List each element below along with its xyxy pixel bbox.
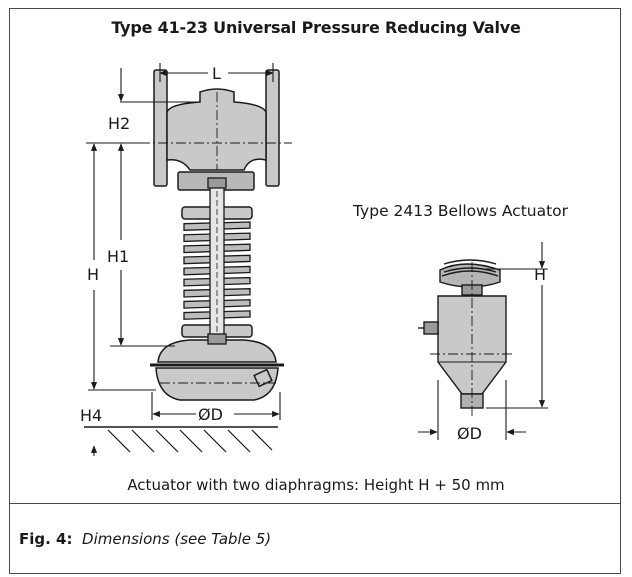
- valve-body: [166, 88, 267, 171]
- diaphragm-housing-lower: [155, 367, 279, 401]
- bellows-dim-label-H: H: [534, 265, 546, 284]
- ground-hatch: [84, 426, 278, 453]
- centerlines: [140, 92, 292, 384]
- caption-divider: [9, 503, 621, 504]
- bellows-side-fitting: [423, 321, 439, 335]
- diaphragm-housing-upper: [157, 339, 277, 363]
- dim-label-H: H: [87, 265, 99, 284]
- dim-label-D: ØD: [198, 405, 223, 424]
- right-flange: [265, 69, 280, 187]
- left-flange: [153, 69, 168, 187]
- figure-caption: Fig. 4: Dimensions (see Table 5): [19, 530, 271, 548]
- dim-label-H1: H1: [107, 247, 129, 266]
- dim-label-H4: H4: [80, 406, 102, 425]
- height-note: Actuator with two diaphragms: Height H +…: [127, 476, 505, 494]
- bellows-dim-label-D: ØD: [457, 424, 482, 443]
- dim-label-L: L: [212, 64, 221, 83]
- caption-fig-number: Fig. 4:: [19, 530, 73, 548]
- bellows-dimensions: [418, 242, 548, 440]
- bellows-fold: [443, 267, 497, 273]
- bellows-fold: [443, 259, 497, 265]
- caption-text: Dimensions (see Table 5): [82, 530, 272, 548]
- figure-title: Type 41-23 Universal Pressure Reducing V…: [111, 18, 521, 37]
- bellows-title: Type 2413 Bellows Actuator: [352, 202, 569, 220]
- valve-stem: [207, 177, 227, 345]
- figure-frame: [9, 8, 621, 574]
- dim-label-H2: H2: [108, 114, 130, 133]
- bellows-actuator-group: [418, 259, 507, 409]
- bellows-centerlines: [430, 262, 514, 416]
- connection-nipple: [253, 368, 273, 388]
- main-dimensions: [86, 63, 281, 456]
